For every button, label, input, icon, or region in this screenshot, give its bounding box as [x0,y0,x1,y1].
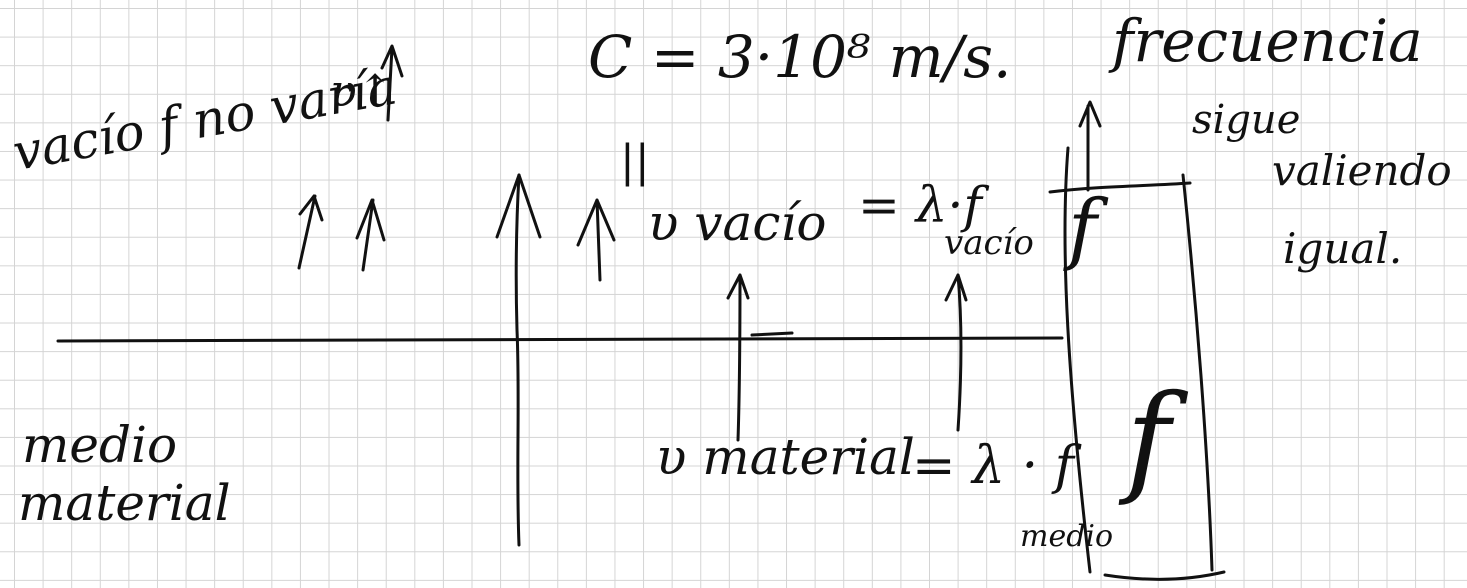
lambda-f-medio-formula: = λ · f [912,436,1074,496]
wavefront-arrow-3 [576,198,616,282]
igual-note: igual. [1283,224,1403,273]
vacio-subscript: vacío [944,223,1034,263]
v-vacio-label: υ vacío [648,194,827,252]
f-top-letter: f [1068,184,1097,274]
f-bottom-letter: f [1126,370,1171,509]
wavefront-arrow-1 [297,194,324,270]
f-box-arrow [1078,100,1102,192]
equivalent-mark: || [620,136,650,187]
valiendo-note: valiendo [1272,146,1452,195]
medio-subscript: medio [1020,519,1114,554]
f-box-right [1181,173,1214,572]
f-box-bottom [1103,570,1226,581]
vvacio-arrow [726,273,750,442]
lambda-vacio-arrow [944,273,968,432]
material-label: material [18,474,231,532]
v-up-note: υ↑ [330,66,394,117]
small-dash [750,331,794,337]
vertical-wave-line [514,173,521,547]
v-material-label: υ material [656,428,915,486]
frecuencia-note: frecuencia [1112,7,1423,75]
speed-of-light-note: C = 3·10⁸ m/s. [588,23,1012,91]
up-arrow-top [380,44,404,122]
f-box-top [1048,181,1192,194]
sigue-note: sigue [1192,97,1301,143]
wavefront-arrow-2 [355,198,386,272]
vertical-wave-arrowhead [495,173,542,239]
lambda-f-vacio-formula: = λ·f [858,176,982,234]
medio-label: medio [22,416,178,474]
interface-line [56,336,1064,343]
